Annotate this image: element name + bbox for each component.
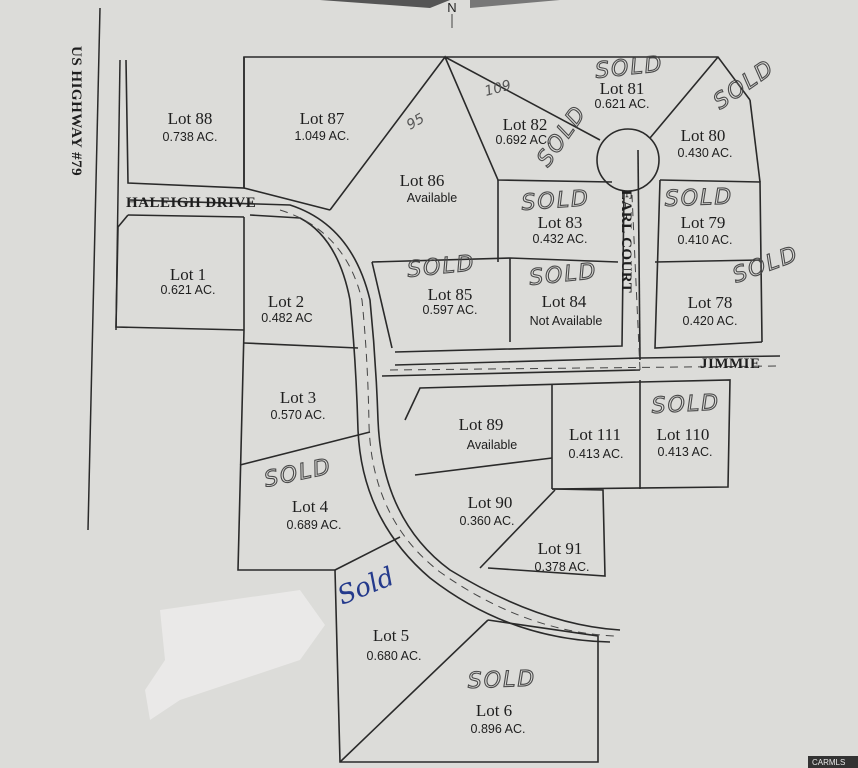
haleigh-drive-label: HALEIGH DRIVE (126, 195, 256, 211)
lot-2-name: Lot 2 (268, 292, 304, 311)
lot-boundaries (115, 55, 763, 763)
lot-110-area: 0.413 AC. (658, 445, 713, 459)
lot-111-area: 0.413 AC. (569, 447, 624, 461)
pencil-note-lot-86: 95 (404, 111, 428, 134)
lot-86-area: Available (407, 191, 458, 205)
lot-labels: Lot 88 0.738 AC. Lot 87 1.049 AC. Lot 86… (161, 79, 738, 736)
lot-78-area: 0.420 AC. (683, 314, 738, 328)
lot-5-area: 0.680 AC. (367, 649, 422, 663)
lot-88-area: 0.738 AC. (163, 130, 218, 144)
lot-1-area: 0.621 AC. (161, 283, 216, 297)
lot-81-name: Lot 81 (600, 79, 645, 98)
lot-85-area: 0.597 AC. (423, 303, 478, 317)
lot-82-area: 0.692 AC. (496, 133, 551, 147)
watermark-box (808, 756, 858, 768)
lot-84-name: Lot 84 (542, 292, 587, 311)
lot-87-name: Lot 87 (300, 109, 345, 128)
lot-89-area: Available (467, 438, 518, 452)
lot-83-name: Lot 83 (538, 213, 583, 232)
lot-85-name: Lot 85 (428, 285, 473, 304)
pencil-note-lot-82: 109 (483, 77, 513, 99)
lot-3-area: 0.570 AC. (271, 408, 326, 422)
lot-79-area: 0.410 AC. (678, 233, 733, 247)
lot-82-name: Lot 82 (503, 115, 548, 134)
highway-label: US HIGHWAY #79 (68, 46, 84, 176)
lot-2-area: 0.482 AC (261, 311, 312, 325)
lot-83-area: 0.432 AC. (533, 232, 588, 246)
north-label: N (447, 0, 456, 15)
lot-4-name: Lot 4 (292, 497, 329, 516)
lot-4-area: 0.689 AC. (287, 518, 342, 532)
lot-91-name: Lot 91 (538, 539, 583, 558)
lot-1-name: Lot 1 (170, 265, 206, 284)
lot-87-area: 1.049 AC. (295, 129, 350, 143)
lot-6-name: Lot 6 (476, 701, 512, 720)
lot-79-name: Lot 79 (681, 213, 726, 232)
lot-89-name: Lot 89 (459, 415, 504, 434)
lot-110-name: Lot 110 (657, 425, 710, 444)
jimmie-label: JIMMIE (700, 356, 761, 372)
lot-91-area: 0.378 AC. (535, 560, 590, 574)
watermark-label: CARMLS (812, 758, 845, 767)
lot-6-area: 0.896 AC. (471, 722, 526, 736)
sold-mark-lot-6: SOLD (467, 667, 536, 694)
sold-mark-lot-83: SOLD (521, 186, 591, 216)
lot-81-area: 0.621 AC. (595, 97, 650, 111)
north-arrow: N (320, 0, 560, 28)
paper-smudge (145, 590, 325, 720)
lot-3-name: Lot 3 (280, 388, 316, 407)
sold-mark-lot-79: SOLD (664, 185, 733, 212)
lot-78-name: Lot 78 (688, 293, 733, 312)
roads (129, 128, 781, 643)
lot-90-name: Lot 90 (468, 493, 513, 512)
earl-court-label: EARL COURT (618, 190, 634, 293)
lot-90-area: 0.360 AC. (460, 514, 515, 528)
lot-80-name: Lot 80 (681, 126, 726, 145)
lot-86-name: Lot 86 (400, 171, 445, 190)
sold-mark-lot-110: SOLD (651, 390, 721, 419)
lot-88-name: Lot 88 (168, 109, 213, 128)
lot-80-area: 0.430 AC. (678, 146, 733, 160)
lot-111-name: Lot 111 (569, 425, 621, 444)
lot-84-area: Not Available (530, 314, 603, 328)
road-centerlines (279, 194, 781, 637)
lot-5-name: Lot 5 (373, 626, 409, 645)
